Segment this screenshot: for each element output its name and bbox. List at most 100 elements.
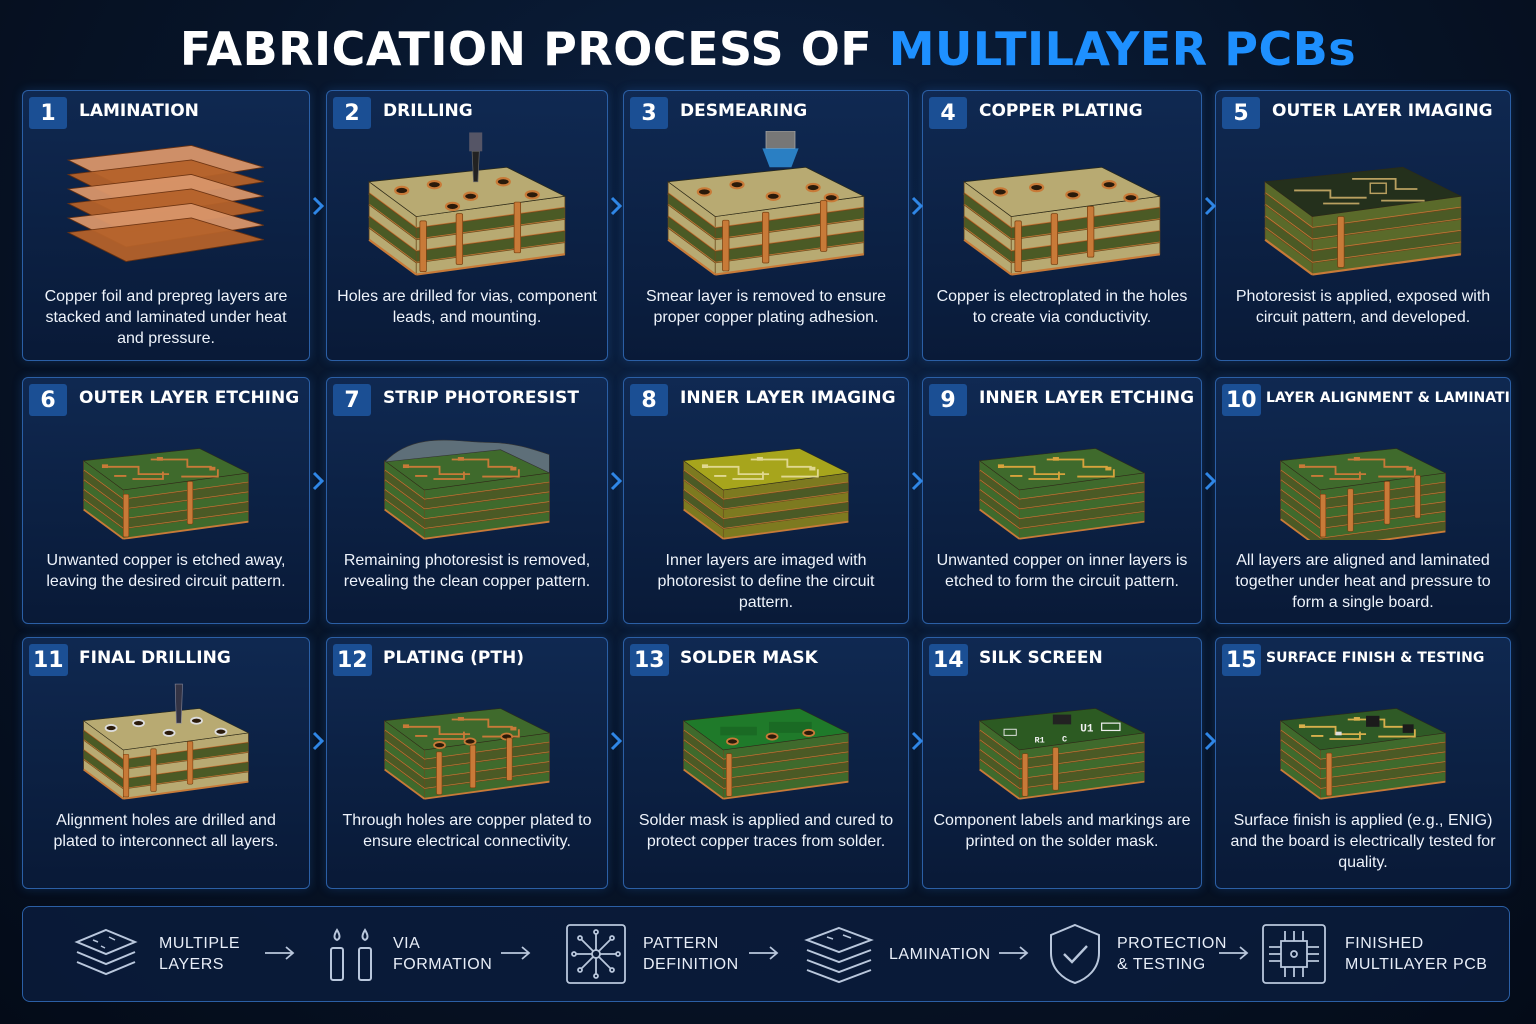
step-card-11: 11 FINAL DRILLING Alignment holes are dr…	[22, 637, 310, 889]
step-illustration	[632, 130, 900, 276]
step-title: SOLDER MASK	[680, 648, 818, 668]
step-number: 13	[630, 644, 669, 676]
step-title: INNER LAYER ETCHING	[979, 388, 1195, 408]
summary-bar: MULTIPLE LAYERS VIA FORMATION PATTERN DE…	[22, 906, 1510, 1002]
step-header: 2 DRILLING	[327, 91, 607, 131]
step-header: 5 OUTER LAYER IMAGING	[1216, 91, 1510, 131]
summary-label: MULTIPLE LAYERS	[159, 935, 241, 973]
circuit-pattern-icon	[566, 924, 626, 984]
step-description: Holes are drilled for vias, component le…	[337, 288, 597, 326]
step-illustration	[931, 131, 1193, 276]
pcb-illustration	[1264, 166, 1463, 276]
step-header: 4 COPPER PLATING	[923, 91, 1201, 131]
summary-item-finished: FINISHED MULTILAYER PCB	[1259, 907, 1487, 1001]
step-illustration	[1224, 131, 1502, 276]
step-illustration	[1224, 418, 1502, 550]
step-title: OUTER LAYER ETCHING	[79, 388, 300, 408]
step-header: 1 LAMINATION	[23, 91, 309, 131]
layers-icon	[74, 928, 138, 976]
step-title: SILK SCREEN	[979, 648, 1103, 668]
flow-arrow-icon	[610, 471, 622, 491]
step-number: 4	[929, 97, 967, 129]
arrow-right-icon	[749, 946, 779, 960]
pcb-illustration	[1279, 708, 1447, 800]
step-description: Unwanted copper is etched away, leaving …	[46, 552, 286, 590]
summary-item-pattern: PATTERN DEFINITION	[563, 907, 739, 1001]
step-title: PLATING (PTH)	[383, 648, 524, 668]
step-number: 7	[333, 384, 371, 416]
step-number: 15	[1222, 644, 1261, 676]
flow-arrow-icon	[1204, 731, 1216, 751]
step-number: 2	[333, 97, 371, 129]
step-number: 8	[630, 384, 668, 416]
pcb-illustration	[682, 708, 850, 800]
summary-label: FINISHED MULTILAYER PCB	[1345, 935, 1488, 973]
step-card-4: 4 COPPER PLATING Copper is electroplated…	[922, 90, 1202, 361]
summary-label: VIA FORMATION	[393, 935, 493, 973]
flow-arrow-icon	[1204, 196, 1216, 216]
step-title: COPPER PLATING	[979, 101, 1143, 121]
step-card-3: 3 DESMEARING Smear layer is removed to e…	[623, 90, 909, 361]
step-description: Component labels and markings are printe…	[933, 812, 1191, 850]
pcb-illustration	[978, 448, 1146, 540]
pcb-illustration	[682, 448, 850, 540]
flow-arrow-icon	[911, 731, 923, 751]
step-header: 3 DESMEARING	[624, 91, 908, 131]
title-accent: MULTILAYER PCBs	[888, 22, 1357, 76]
flow-arrow-icon	[1204, 471, 1216, 491]
step-illustration	[335, 131, 599, 276]
flow-arrow-icon	[911, 196, 923, 216]
step-description: Smear layer is removed to ensure proper …	[645, 288, 887, 326]
step-card-9: 9 INNER LAYER ETCHING Unwanted copper on…	[922, 377, 1202, 624]
step-number: 9	[929, 384, 967, 416]
step-description: Unwanted copper on inner layers is etche…	[936, 552, 1188, 590]
step-number: 11	[29, 644, 68, 676]
pcb-illustration	[1279, 448, 1447, 550]
step-header: 8 INNER LAYER IMAGING	[624, 378, 908, 418]
pcb-illustration	[963, 166, 1162, 276]
via-icon	[330, 928, 372, 981]
step-illustration	[335, 678, 599, 800]
stack-icon	[804, 926, 874, 984]
arrow-right-icon	[999, 946, 1029, 960]
flow-arrow-icon	[312, 196, 324, 216]
flow-arrow-icon	[610, 196, 622, 216]
step-header: 10 LAYER ALIGNMENT & LAMINATION	[1216, 378, 1510, 418]
summary-item-layers: MULTIPLE LAYERS	[71, 907, 240, 1001]
step-illustration	[335, 418, 599, 540]
pcb-illustration	[82, 683, 250, 800]
step-illustration	[31, 131, 301, 276]
step-card-15: 15 SURFACE FINISH & TESTING Surface fini…	[1215, 637, 1511, 889]
step-card-1: 1 LAMINATION Copper foil and prepreg lay…	[22, 90, 310, 361]
step-title: LAMINATION	[79, 101, 199, 121]
step-header: 9 INNER LAYER ETCHING	[923, 378, 1201, 418]
step-header: 6 OUTER LAYER ETCHING	[23, 378, 309, 418]
step-description: Surface finish is applied (e.g., ENIG) a…	[1230, 812, 1496, 871]
summary-label: PATTERN DEFINITION	[643, 935, 739, 973]
step-illustration	[632, 678, 900, 800]
step-description: Alignment holes are drilled and plated t…	[53, 812, 279, 850]
step-title: DESMEARING	[680, 101, 808, 121]
step-description: Copper foil and prepreg layers are stack…	[44, 288, 288, 347]
step-header: 7 STRIP PHOTORESIST	[327, 378, 607, 418]
step-title: DRILLING	[383, 101, 473, 121]
step-card-2: 2 DRILLING Holes are drilled for vias, c…	[326, 90, 608, 361]
step-description: Remaining photoresist is removed, reveal…	[343, 552, 591, 590]
page-title: FABRICATION PROCESS OF MULTILAYER PCBs	[0, 22, 1536, 76]
pcb-illustration	[667, 130, 866, 276]
pcb-illustration	[82, 448, 250, 540]
step-number: 10	[1222, 384, 1261, 416]
step-description: All layers are aligned and laminated tog…	[1235, 552, 1491, 611]
step-card-5: 5 OUTER LAYER IMAGING Photoresist is app…	[1215, 90, 1511, 361]
step-title: STRIP PHOTORESIST	[383, 388, 579, 408]
step-card-8: 8 INNER LAYER IMAGING Inner layers are i…	[623, 377, 909, 624]
step-card-12: 12 PLATING (PTH) Through holes are coppe…	[326, 637, 608, 889]
step-title: LAYER ALIGNMENT & LAMINATION	[1266, 390, 1511, 406]
pcb-illustration	[368, 132, 567, 276]
step-card-6: 6 OUTER LAYER ETCHING Unwanted copper is…	[22, 377, 310, 624]
arrow-right-icon	[1219, 946, 1249, 960]
step-illustration	[31, 418, 301, 540]
pcb-illustration	[383, 439, 551, 540]
